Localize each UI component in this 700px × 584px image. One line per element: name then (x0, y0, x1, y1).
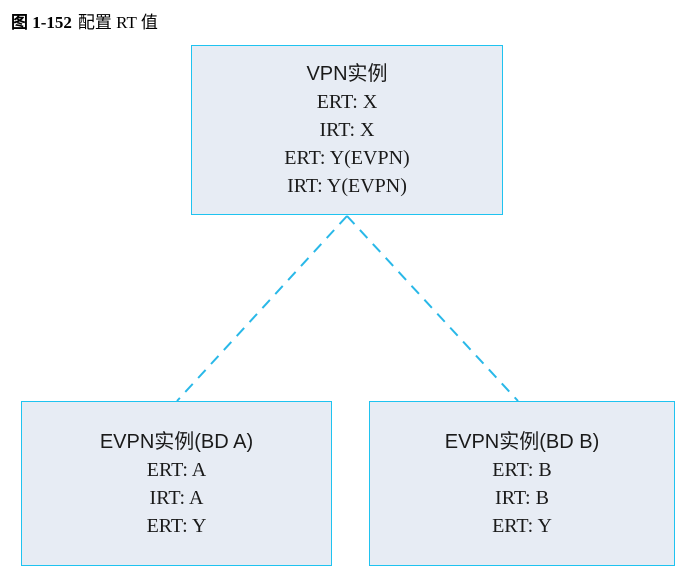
node-vpn-instance: VPN实例 ERT: X IRT: X ERT: Y(EVPN) IRT: Y(… (191, 45, 503, 215)
figure-caption: 配置 RT 值 (77, 13, 158, 32)
connector-line-left (176, 215, 348, 402)
node-vpn-rt-line: IRT: X (319, 119, 375, 141)
connector-line-right (346, 215, 519, 402)
node-evpn-a-rt-line: IRT: A (149, 486, 204, 509)
node-evpn-instance-bd-b: EVPN实例(BD B) ERT: B IRT: B ERT: Y (369, 401, 675, 566)
node-evpn-b-rt-line: IRT: B (495, 486, 549, 509)
node-evpn-a-rt-line: ERT: Y (146, 514, 207, 537)
node-vpn-rt-line: ERT: Y(EVPN) (284, 147, 410, 169)
node-evpn-instance-bd-a: EVPN实例(BD A) ERT: A IRT: A ERT: Y (21, 401, 332, 566)
figure-number-label: 图 1-152 (11, 13, 72, 32)
node-evpn-a-rt-line: ERT: A (146, 458, 207, 481)
node-evpn-b-rt-line: ERT: Y (492, 514, 552, 537)
node-evpn-a-title: EVPN实例(BD A) (99, 430, 254, 453)
node-vpn-rt-line: ERT: X (316, 91, 378, 113)
node-vpn-rt-line: IRT: Y(EVPN) (287, 175, 407, 197)
node-evpn-b-rt-line: ERT: B (492, 458, 552, 481)
figure-title: 图 1-152 配置 RT 值 (11, 8, 158, 33)
node-evpn-b-title: EVPN实例(BD B) (444, 430, 600, 453)
node-vpn-title: VPN实例 (306, 63, 388, 85)
